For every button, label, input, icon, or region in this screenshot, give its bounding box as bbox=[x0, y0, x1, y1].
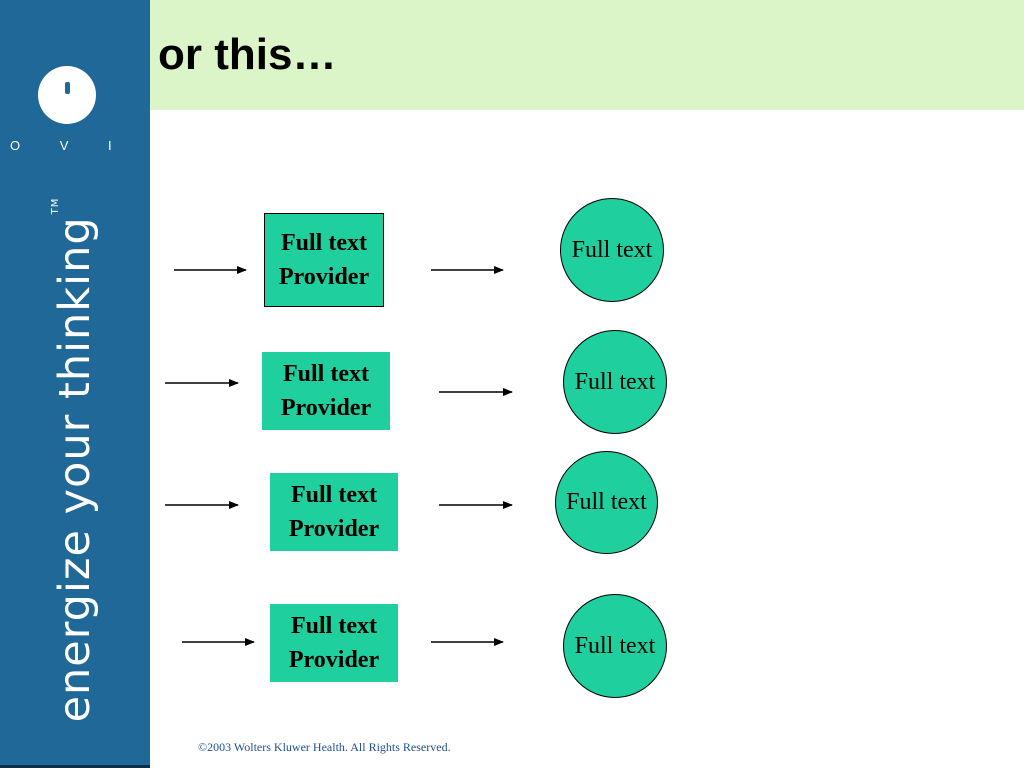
provider-box-3: Full text Provider bbox=[270, 473, 398, 551]
provider-box-4-line2: Provider bbox=[288, 647, 380, 673]
provider-box-2-line2: Provider bbox=[280, 395, 372, 421]
fulltext-circle-2: Full text bbox=[563, 330, 667, 434]
provider-box-1-line1: Full text bbox=[281, 230, 367, 256]
brand-sidebar: O V I D . energize your thinkingTM bbox=[0, 0, 150, 768]
title-bar: or this… bbox=[150, 0, 1024, 110]
provider-box-4-line1: Full text bbox=[291, 613, 377, 639]
fulltext-circle-3: Full text bbox=[555, 451, 658, 554]
logo-notch bbox=[65, 82, 70, 94]
fulltext-circle-1: Full text bbox=[560, 198, 664, 302]
provider-box-4: Full text Provider bbox=[270, 604, 398, 682]
fulltext-circle-2-label: Full text bbox=[574, 368, 656, 395]
fulltext-circle-3-label: Full text bbox=[566, 489, 647, 515]
provider-box-2-line1: Full text bbox=[283, 361, 369, 387]
provider-box-3-line1: Full text bbox=[291, 482, 377, 508]
sidebar-bottom-rule bbox=[0, 765, 150, 768]
ovid-logo-icon bbox=[38, 66, 96, 124]
copyright-footer: ©2003 Wolters Kluwer Health. All Rights … bbox=[198, 740, 451, 754]
logo-wordmark: O V I D . bbox=[10, 138, 150, 153]
provider-box-1-line2: Provider bbox=[278, 264, 370, 290]
provider-box-3-line2: Provider bbox=[288, 516, 380, 542]
provider-box-2: Full text Provider bbox=[262, 352, 390, 430]
slide-title: or this… bbox=[158, 30, 337, 79]
fulltext-circle-4-label: Full text bbox=[574, 632, 656, 659]
provider-box-1: Full text Provider bbox=[264, 213, 384, 307]
fulltext-circle-1-label: Full text bbox=[571, 236, 653, 263]
fulltext-circle-4: Full text bbox=[563, 594, 667, 698]
